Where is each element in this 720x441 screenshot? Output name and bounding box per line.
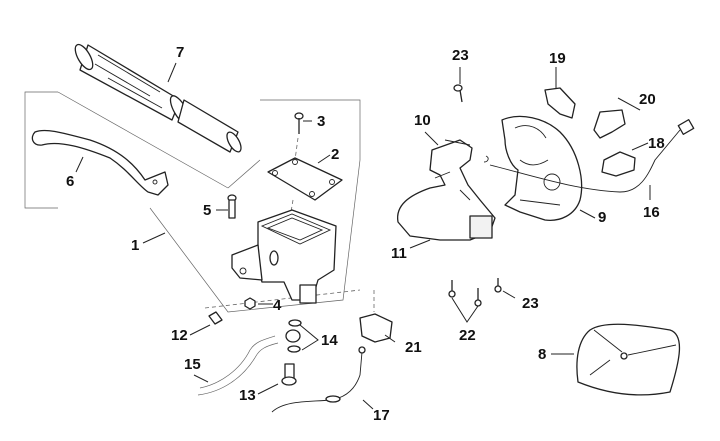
pivot-bolt-part [227,194,237,219]
washers-part [287,319,302,353]
callout-21: 21 [405,339,422,356]
switch-19-part [544,87,576,119]
callout-6: 6 [66,173,75,190]
callout-19: 19 [549,50,566,67]
callout-22: 22 [459,327,476,344]
callout-5: 5 [203,202,212,219]
callout-2: 2 [331,146,340,163]
callout-13: 13 [239,387,256,404]
callout-7: 8 [538,346,547,363]
callout-9: 9 [598,209,607,226]
lever-part [31,129,169,196]
callout-3: 3 [317,113,326,130]
front-housing-part [397,139,496,241]
banjo-bolt-part [281,363,297,386]
callout-10: 10 [414,112,431,129]
bleeder-part [208,311,223,325]
hose-part [197,329,301,396]
harness-part [483,119,695,193]
callout-18: 18 [648,135,665,152]
callout-4: 4 [273,297,282,314]
clamp-part [359,313,393,343]
callout-14: 14 [321,332,338,349]
screw-3-part [294,112,304,134]
screw-23-top-part [453,84,463,103]
screws-22-part [448,280,482,307]
rear-housing-part [501,115,583,221]
callout-17: 17 [373,407,390,424]
callout-8: 7 [176,44,185,61]
callout-23-bottom: 23 [522,295,539,312]
screw-23-bottom-part [494,278,502,293]
leader-lines [75,62,651,410]
callout-11: 11 [391,245,407,262]
master-cylinder-part [231,209,337,304]
callout-20: 20 [639,91,656,108]
grip-part [74,43,242,153]
callout-16: 16 [643,204,660,221]
callout-1: 1 [131,237,140,254]
callout-23-top: 23 [452,47,469,64]
switch-20-part [593,109,626,139]
switch-wire-part [271,346,366,413]
bag-part [576,323,681,396]
assembly-group-outline [24,91,361,313]
callout-15: 15 [184,356,201,373]
cover-part [267,157,343,201]
nut-part [244,297,256,310]
callout-12: 12 [171,327,188,344]
switch-18-part [601,151,636,177]
